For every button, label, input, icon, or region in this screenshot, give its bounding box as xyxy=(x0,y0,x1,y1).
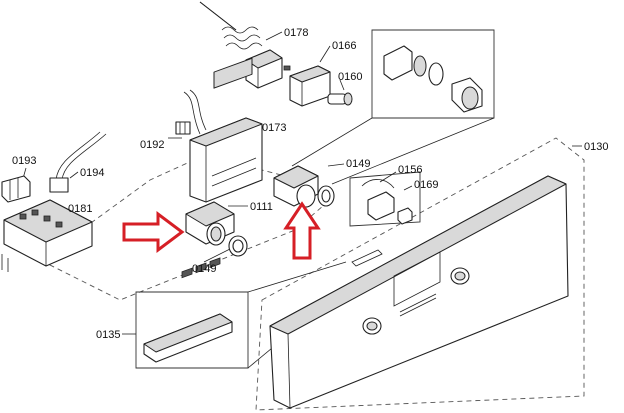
part-0193-terminal-block xyxy=(1,175,31,203)
label-0169: 0169 xyxy=(414,179,438,191)
label-0166: 0166 xyxy=(332,40,356,52)
part-0111-switch-upper xyxy=(273,165,319,208)
assembly-outline-0130 xyxy=(255,137,585,411)
label-0156: 0156 xyxy=(398,164,422,176)
highlight-arrow-right xyxy=(122,211,185,253)
part-0156-spring xyxy=(361,179,395,221)
label-0111: 0111 xyxy=(250,201,273,213)
part-0130-fascia xyxy=(269,175,569,409)
label-0135: 0135 xyxy=(96,329,120,341)
label-0192: 0192 xyxy=(140,139,164,151)
part-0192-connector xyxy=(175,121,191,135)
label-0178: 0178 xyxy=(284,27,308,39)
label-0181: 0181 xyxy=(68,203,92,215)
part-0194-cable xyxy=(49,131,107,193)
part-0178-thermostat xyxy=(199,1,291,89)
label-0149-upper: 0149 xyxy=(346,158,370,170)
label-0160: 0160 xyxy=(338,71,362,83)
part-0149-ring-upper xyxy=(317,185,335,207)
part-0111-switch-left xyxy=(185,201,235,246)
label-0149-lower: 0149 xyxy=(192,263,216,275)
detail-box-0156 xyxy=(349,171,421,227)
part-0135-keypad xyxy=(143,257,233,363)
part-0149-ring-left xyxy=(228,235,248,257)
assembly-outline-electronics xyxy=(39,154,331,301)
part-0166-bracket xyxy=(289,65,331,107)
part-0169-clip xyxy=(397,207,413,225)
label-0173: 0173 xyxy=(262,122,286,134)
part-0181-relay-board xyxy=(1,199,93,272)
label-0194: 0194 xyxy=(80,167,104,179)
highlight-arrow-up xyxy=(283,201,321,260)
label-0130: 0130 xyxy=(584,141,608,153)
part-0160-lamp xyxy=(327,92,353,106)
part-0173-control-module xyxy=(183,57,263,203)
part-knob-detail xyxy=(383,45,483,113)
label-0193: 0193 xyxy=(12,155,36,167)
